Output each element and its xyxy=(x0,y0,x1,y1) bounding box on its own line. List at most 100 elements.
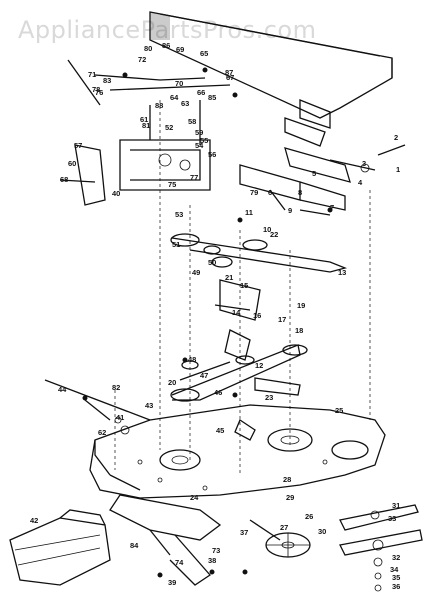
part-label: 70 xyxy=(175,79,183,88)
part-label: 49 xyxy=(192,268,200,277)
part-label: 18 xyxy=(295,326,303,335)
part-label: 5 xyxy=(312,169,316,178)
part-label: 66 xyxy=(197,88,205,97)
part-label: 27 xyxy=(280,523,288,532)
part-label: 84 xyxy=(130,541,139,550)
part-label: 78 xyxy=(92,85,100,94)
part-label: 62 xyxy=(98,428,106,437)
right-linkage xyxy=(269,144,406,216)
part-label: 85 xyxy=(208,93,216,102)
part-label: 23 xyxy=(265,393,273,402)
blade-assembly xyxy=(339,504,423,592)
part-label: 7 xyxy=(330,203,334,212)
part-label: 57 xyxy=(74,141,82,150)
part-label: 51 xyxy=(172,240,180,249)
part-label: 77 xyxy=(190,173,198,182)
part-label: 10 xyxy=(263,225,271,234)
part-label: 12 xyxy=(255,361,263,370)
watermark: AppliancePartsPros.com xyxy=(18,16,316,44)
part-label: 29 xyxy=(286,493,294,502)
part-label: 38 xyxy=(208,556,216,565)
part-label: 71 xyxy=(88,70,96,79)
part-label: 55 xyxy=(200,136,208,145)
part-label: 67 xyxy=(226,73,234,82)
part-label: 59 xyxy=(195,128,203,137)
part-label: 46 xyxy=(214,388,222,397)
part-label: 9 xyxy=(288,206,292,215)
part-label: 17 xyxy=(278,315,286,324)
part-label: 87 xyxy=(225,68,233,77)
part-label: 83 xyxy=(103,76,111,85)
part-label: 50 xyxy=(208,258,216,267)
part-label: 8 xyxy=(298,188,302,197)
part-label: 68 xyxy=(60,175,68,184)
part-label: 30 xyxy=(318,527,326,536)
hardware xyxy=(82,67,333,578)
part-label: 14 xyxy=(232,308,241,317)
left-rod xyxy=(44,379,151,435)
part-label: 2 xyxy=(394,133,398,142)
part-label: 1 xyxy=(396,165,400,174)
part-label: 15 xyxy=(240,281,248,290)
discharge-chute xyxy=(9,509,111,586)
part-label: 65 xyxy=(200,49,208,58)
part-label: 3 xyxy=(362,159,366,168)
part-label: 35 xyxy=(392,573,400,582)
part-label: 63 xyxy=(181,99,189,108)
part-label: 72 xyxy=(138,55,146,64)
gauge-wheel xyxy=(249,519,311,558)
part-label: 81 xyxy=(142,121,150,130)
part-label: 22 xyxy=(270,230,278,239)
part-label: 36 xyxy=(392,582,400,591)
lower-belt-assembly xyxy=(170,344,308,402)
part-label: 47 xyxy=(200,371,208,380)
part-labels: 1 2 3 4 5 6 7 8 9 10 11 12 13 14 15 16 1… xyxy=(30,41,400,591)
part-label: 86 xyxy=(162,41,170,50)
part-label: 61 xyxy=(140,115,148,124)
upper-belt-assembly xyxy=(170,233,348,361)
part-label: 79 xyxy=(250,188,258,197)
part-label: 31 xyxy=(392,501,400,510)
part-label: 6 xyxy=(268,188,272,197)
part-label: 28 xyxy=(283,475,291,484)
part-label: 64 xyxy=(170,93,179,102)
part-label: 20 xyxy=(168,378,176,387)
part-label: 82 xyxy=(112,383,120,392)
part-label: 11 xyxy=(245,208,253,217)
part-label: 42 xyxy=(30,516,38,525)
lift-linkage xyxy=(59,59,231,206)
part-label: 80 xyxy=(144,44,152,53)
part-label: 44 xyxy=(58,385,67,394)
part-label: 43 xyxy=(145,401,153,410)
part-label: 16 xyxy=(253,311,261,320)
part-label: 56 xyxy=(208,150,216,159)
part-label: 60 xyxy=(68,159,76,168)
part-label: 73 xyxy=(212,546,220,555)
part-label: 24 xyxy=(190,493,199,502)
part-label: 53 xyxy=(175,210,183,219)
part-label: 74 xyxy=(175,558,184,567)
part-label: 34 xyxy=(390,565,399,574)
part-label: 52 xyxy=(165,123,173,132)
part-label: 25 xyxy=(335,406,343,415)
part-label: 21 xyxy=(225,273,233,282)
part-label: 40 xyxy=(112,189,120,198)
part-label: 26 xyxy=(305,512,313,521)
part-label: 88 xyxy=(155,101,163,110)
part-label: 32 xyxy=(392,553,400,562)
part-label: 4 xyxy=(358,178,363,187)
part-label: 75 xyxy=(168,180,176,189)
tractor-frame xyxy=(149,11,393,211)
part-label: 45 xyxy=(216,426,224,435)
part-label: 58 xyxy=(188,117,196,126)
part-label: 37 xyxy=(240,528,248,537)
part-label: 48 xyxy=(188,355,196,364)
part-label: 39 xyxy=(168,578,176,587)
part-label: 33 xyxy=(388,514,396,523)
part-label: 76 xyxy=(95,88,103,97)
part-label: 69 xyxy=(176,45,184,54)
mower-deck xyxy=(89,404,386,586)
part-label: 13 xyxy=(338,268,346,277)
part-label: 54 xyxy=(195,141,204,150)
